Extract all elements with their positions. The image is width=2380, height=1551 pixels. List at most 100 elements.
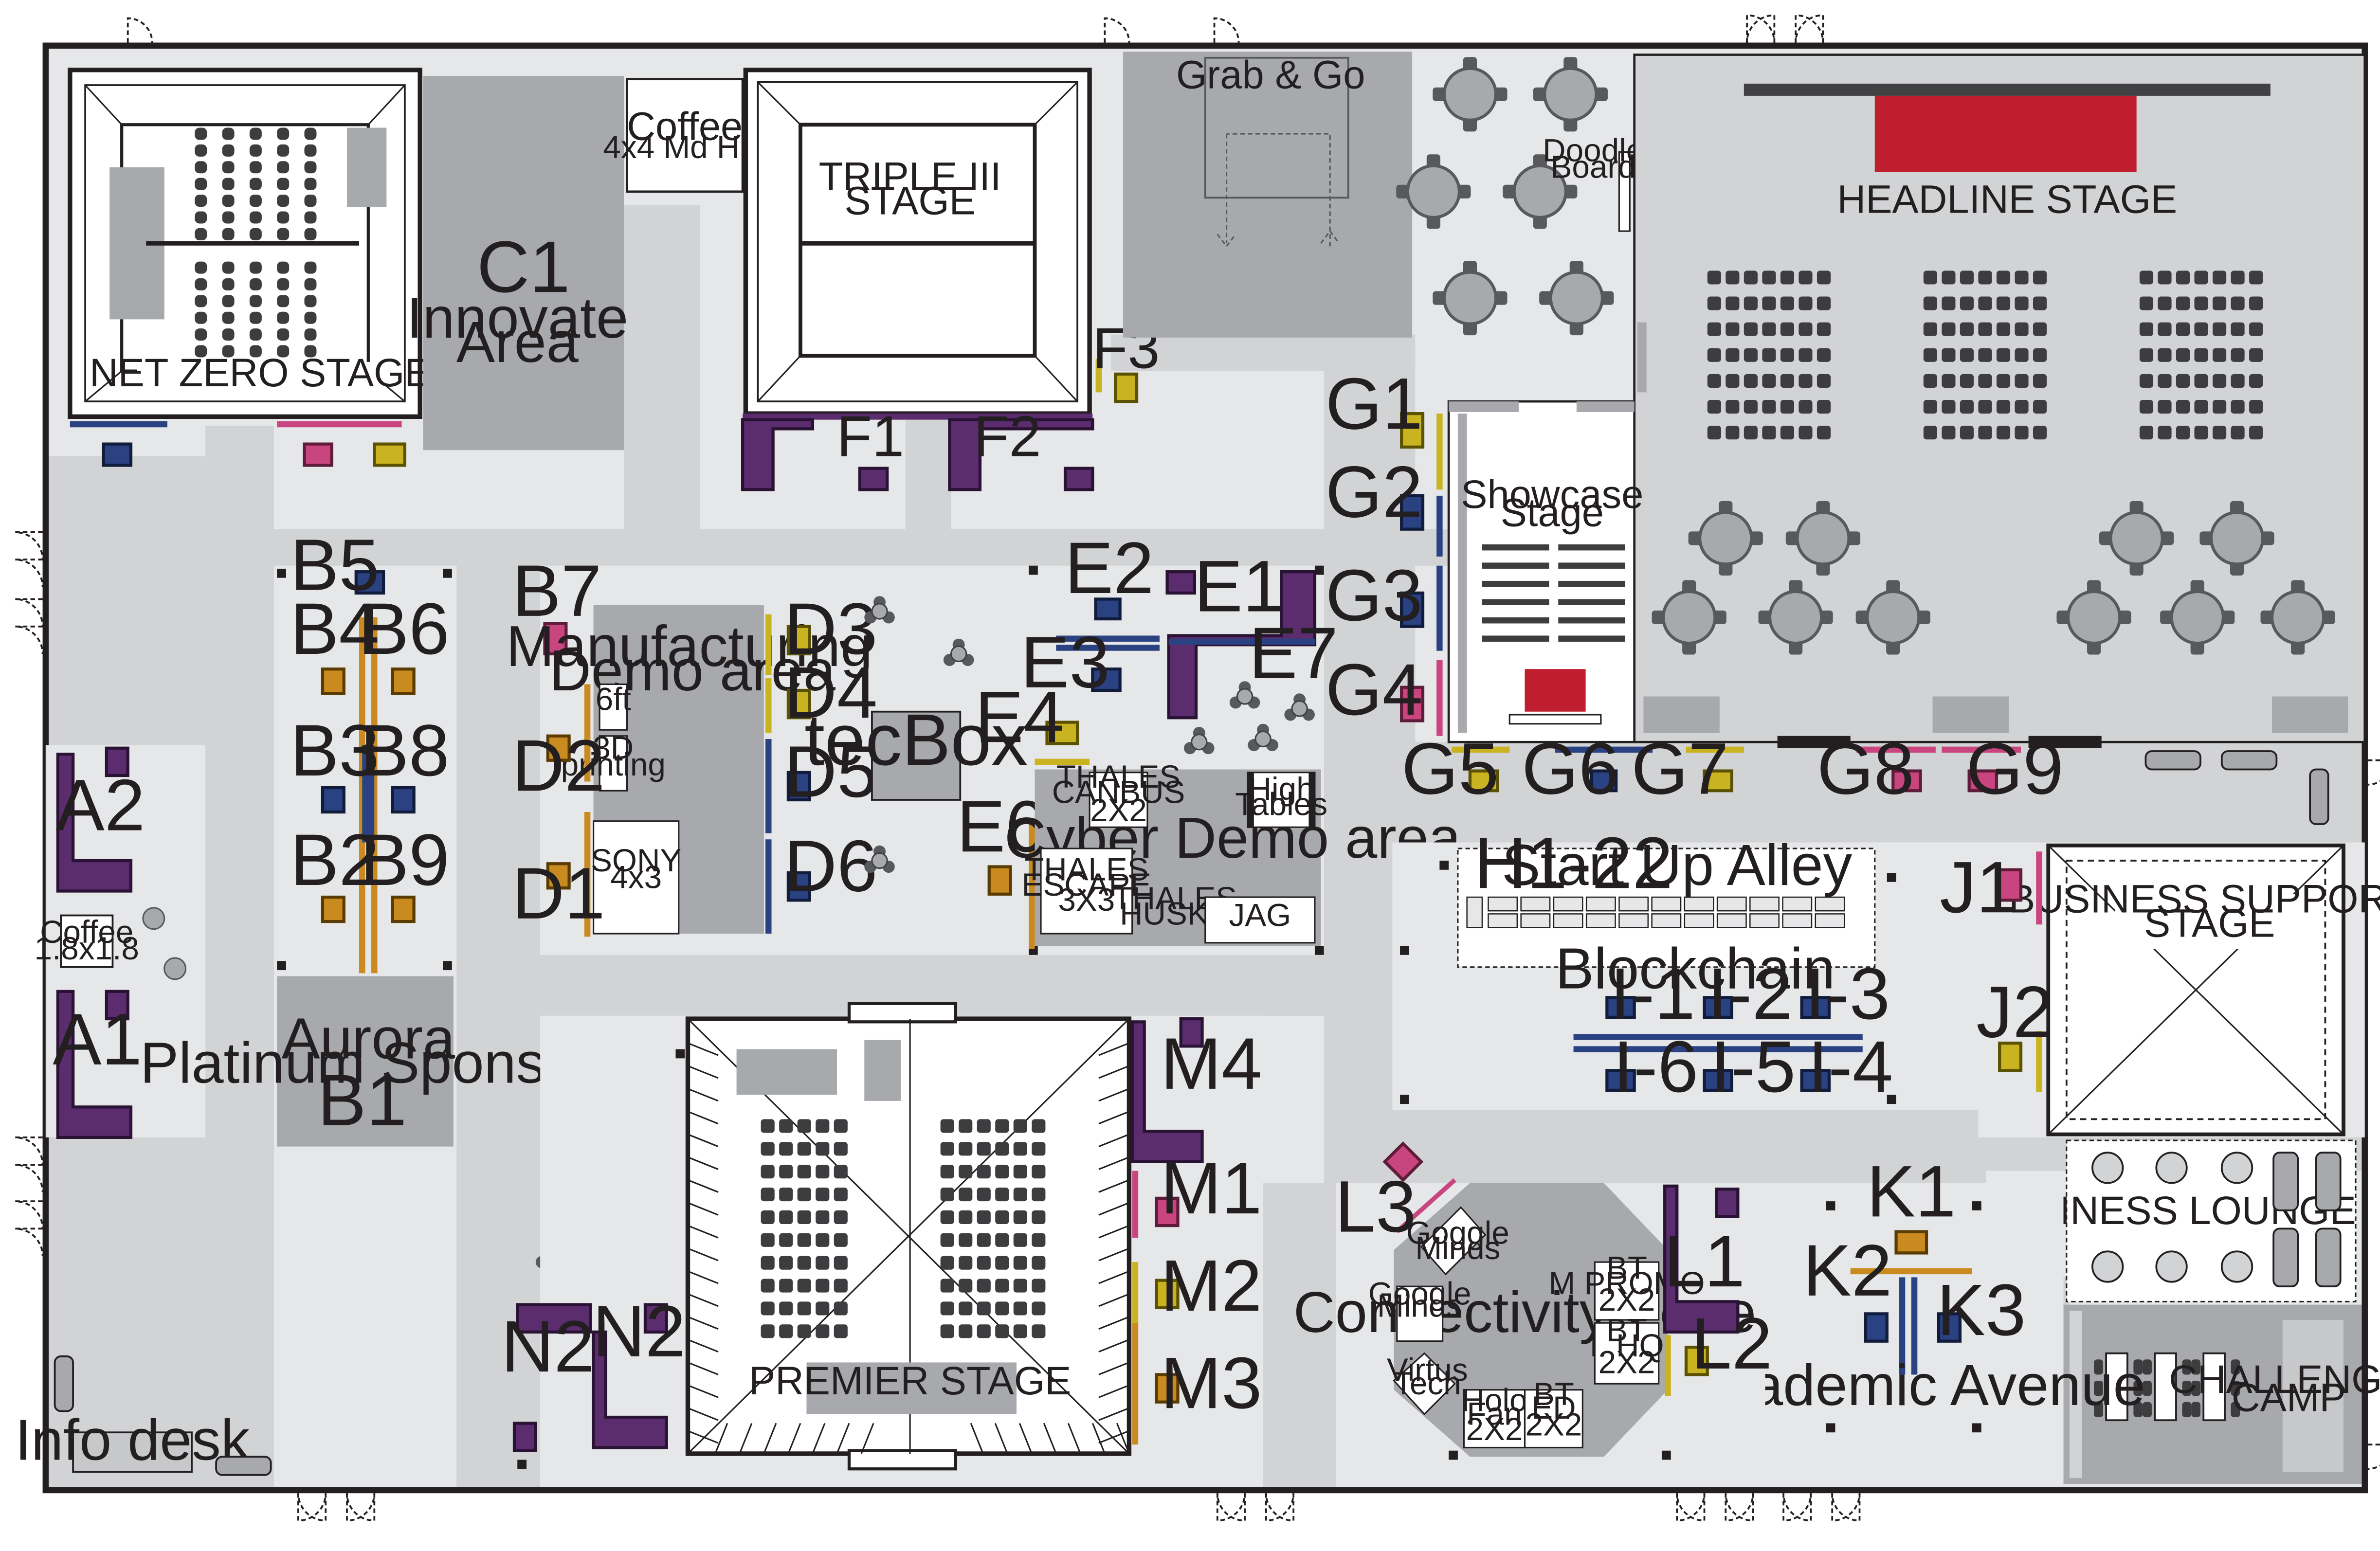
booth-k2[interactable]: [1864, 1312, 1889, 1343]
booth-f1-purple-left[interactable]: [741, 418, 815, 491]
booth-e2[interactable]: [1094, 597, 1122, 621]
booth-l2[interactable]: [1684, 1346, 1709, 1376]
seat: [2213, 322, 2227, 336]
booth-l1-small[interactable]: [1715, 1188, 1740, 1218]
booth-a1[interactable]: [56, 990, 133, 1139]
booth-n2-right[interactable]: [592, 1330, 668, 1449]
info-desk[interactable]: Info desk: [15, 1408, 250, 1473]
booth-m1[interactable]: [1155, 1196, 1180, 1227]
booth-n2-small[interactable]: [512, 1422, 537, 1452]
start-up-alley[interactable]: H1-22 Start Up Alley: [1457, 822, 1876, 968]
booth-g3[interactable]: [1400, 591, 1425, 628]
booth-b3[interactable]: [321, 786, 345, 814]
booth-n2-left[interactable]: [516, 1303, 592, 1334]
booth-g9[interactable]: [1967, 769, 1998, 793]
grab-and-go[interactable]: Grab & Go: [1123, 52, 1413, 338]
booth-m3[interactable]: [1155, 1373, 1180, 1404]
business-lounge[interactable]: BUSINESS LOUNGE: [1978, 1139, 2357, 1302]
booth-l3[interactable]: [1382, 1141, 1424, 1182]
booth-d4[interactable]: [786, 688, 811, 720]
seat: [304, 228, 317, 240]
booth-d6[interactable]: [786, 871, 811, 902]
booth-b5[interactable]: [354, 570, 385, 595]
booth-m4-small[interactable]: [1179, 1017, 1204, 1048]
booth-f2-purple[interactable]: [948, 418, 1094, 491]
booth-i4[interactable]: [1800, 1069, 1831, 1092]
booth-g8[interactable]: [1891, 769, 1922, 793]
booth-g2[interactable]: [1400, 494, 1425, 531]
booth-d1[interactable]: [546, 862, 571, 890]
booth-b9[interactable]: [391, 895, 416, 923]
booth-g6[interactable]: [1590, 769, 1618, 793]
booth-net-zero-yellow[interactable]: [373, 442, 406, 467]
booth-d5[interactable]: [786, 771, 811, 802]
bss-label-line2: STAGE: [2144, 901, 2275, 945]
booth-a1-small[interactable]: [105, 990, 129, 1021]
booth-e6[interactable]: [987, 865, 1012, 896]
coffee-stand-left[interactable]: Coffee 1.8x1.8: [35, 914, 139, 968]
booth-k3[interactable]: [1937, 1312, 1962, 1343]
booth-m2[interactable]: [1155, 1279, 1180, 1310]
booth-b6[interactable]: [391, 667, 416, 695]
booth-i2[interactable]: [1703, 996, 1733, 1019]
manufacturing-demo-area[interactable]: Manufacturing Demo area 6ft 3D printing …: [506, 605, 872, 935]
booth-i5[interactable]: [1703, 1069, 1733, 1092]
label-n2-right: N2: [593, 1290, 686, 1372]
seat: [304, 345, 317, 358]
seat: [195, 161, 207, 174]
label-b4: B4: [290, 588, 380, 669]
premier-stage[interactable]: PREMIER STAGE: [685, 1002, 1132, 1471]
seat: [816, 1279, 830, 1293]
booth-m4[interactable]: [1130, 1020, 1204, 1163]
booth-f1[interactable]: [858, 467, 889, 491]
booth-g7[interactable]: [1703, 769, 1733, 793]
booth-n2-right-small[interactable]: [643, 1303, 668, 1334]
booth-g5[interactable]: [1468, 769, 1499, 793]
booth-f3[interactable]: [1114, 372, 1139, 403]
net-zero-stage[interactable]: NET ZERO STAGE: [68, 68, 431, 419]
headline-stage[interactable]: HEADLINE STAGE: [1633, 54, 2366, 748]
tecbox[interactable]: tecBox: [804, 699, 1028, 801]
aurora-platinum-sponsor[interactable]: Aurora Platinum Sponsor B1: [140, 976, 597, 1147]
innovate-area-c1[interactable]: C1 Innovate Area: [406, 76, 628, 451]
headline-round-tables: [1652, 501, 2335, 655]
doodle-board[interactable]: Doodle Board: [1543, 132, 1644, 232]
booth-j1[interactable]: [1998, 868, 2023, 902]
booth-a2[interactable]: [56, 753, 133, 893]
label-f2: F2: [974, 404, 1041, 469]
booth-net-zero-blue[interactable]: [102, 442, 133, 467]
booth-g4[interactable]: [1400, 685, 1425, 722]
booth-i6[interactable]: [1605, 1069, 1636, 1092]
seat: [1762, 322, 1776, 336]
coffee-hut-top[interactable]: Coffee 4x4 Md Hut: [603, 78, 766, 193]
booth-d2[interactable]: [546, 734, 571, 762]
cyber-demo-area[interactable]: THALES CANBUS 2X2 High Tables Cyber Demo…: [1004, 759, 1461, 946]
virtus-line2: Tech: [1394, 1366, 1461, 1401]
booth-b8[interactable]: [391, 786, 416, 814]
booth-l1[interactable]: [1663, 1184, 1740, 1334]
seat: [2213, 426, 2227, 440]
booth-net-zero-pink[interactable]: [303, 442, 333, 467]
booth-i1[interactable]: [1605, 996, 1636, 1019]
booth-f2[interactable]: [1063, 467, 1094, 491]
booth-j2[interactable]: [1998, 1041, 2023, 1072]
seat: [2194, 348, 2208, 362]
label-d4: D4: [784, 651, 878, 733]
showcase-stage[interactable]: Showcase Stage: [1447, 400, 1643, 743]
triple-iii-stage[interactable]: TRIPLE III STAGE: [743, 68, 1092, 416]
booth-e4[interactable]: [1045, 721, 1079, 745]
connectivity-zone[interactable]: Connectivity Zone Goggle Minds Google Mi…: [1293, 1183, 1756, 1457]
booth-e3[interactable]: [1091, 667, 1122, 692]
booth-a2-small[interactable]: [105, 746, 129, 777]
booth-e2-small[interactable]: [1165, 570, 1197, 595]
challenge-camp[interactable]: CHALLENGE CAMP: [2063, 1304, 2380, 1484]
booth-g1[interactable]: [1400, 412, 1425, 449]
seat: [2249, 374, 2263, 388]
booth-b2[interactable]: [321, 895, 345, 923]
booth-b7[interactable]: [543, 622, 568, 656]
booth-d3[interactable]: [786, 625, 811, 656]
booth-k1[interactable]: [1894, 1230, 1928, 1255]
booth-b4[interactable]: [321, 667, 345, 695]
business-support-stage[interactable]: BUSINESS SUPPORT STAGE: [2009, 843, 2380, 1136]
booth-i3[interactable]: [1800, 996, 1831, 1019]
